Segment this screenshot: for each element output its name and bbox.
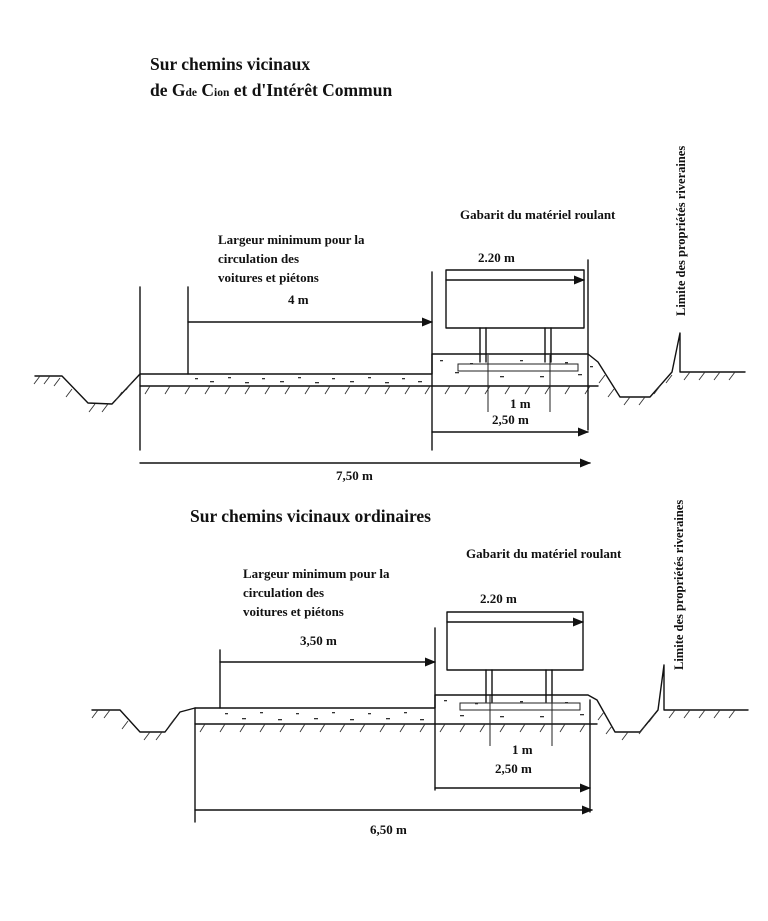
bottom-title: Sur chemins vicinaux ordinaires bbox=[190, 506, 431, 526]
bottom-dim-rail: 1 m bbox=[512, 742, 533, 757]
bottom-ground-hatching bbox=[91, 709, 736, 741]
bottom-limite-label: Limite des propriétés riveraines bbox=[672, 500, 686, 670]
bottom-rail-sleeper bbox=[459, 702, 581, 711]
top-largeur-line-3: voitures et piétons bbox=[218, 270, 319, 285]
top-dim-car: 2.20 m bbox=[478, 250, 515, 265]
bottom-vehicle-gauge bbox=[446, 611, 584, 671]
top-rail-sleeper bbox=[457, 363, 579, 372]
top-section: Gabarit du matériel roulant Largeur mini… bbox=[33, 146, 746, 483]
title-line-1: Sur chemins vicinaux bbox=[150, 54, 310, 74]
bottom-largeur-line-1: Largeur minimum pour la bbox=[243, 566, 390, 581]
top-largeur-line-2: circulation des bbox=[218, 251, 299, 266]
top-wheel-right bbox=[544, 327, 552, 363]
bottom-dim-largeur: 3,50 m bbox=[300, 633, 337, 648]
bottom-wheel-right bbox=[545, 669, 553, 703]
bottom-dim-total: 6,50 m bbox=[370, 822, 407, 837]
bottom-section: Sur chemins vicinaux ordinaires bbox=[91, 500, 749, 837]
top-largeur-line-1: Largeur minimum pour la bbox=[218, 232, 365, 247]
top-gabarit-label: Gabarit du matériel roulant bbox=[460, 207, 616, 222]
bottom-largeur-line-2: circulation des bbox=[243, 585, 324, 600]
top-dim-largeur: 4 m bbox=[288, 292, 309, 307]
bottom-dim-car: 2.20 m bbox=[480, 591, 517, 606]
top-limite-label: Limite des propriétés riveraines bbox=[674, 146, 688, 316]
top-dim-total: 7,50 m bbox=[336, 468, 373, 483]
bottom-ground-profile bbox=[91, 664, 749, 733]
bottom-dim-plate: 2,50 m bbox=[495, 761, 532, 776]
bottom-gabarit-label: Gabarit du matériel roulant bbox=[466, 546, 622, 561]
top-platform-fill bbox=[195, 360, 593, 384]
bottom-largeur-line-3: voitures et piétons bbox=[243, 604, 344, 619]
bottom-wheel-left bbox=[485, 669, 493, 703]
top-ground-hatching bbox=[33, 371, 736, 413]
top-dim-rail: 1 m bbox=[510, 396, 531, 411]
title-line-2: de Gde Cion et d'Intérêt Commun bbox=[150, 80, 392, 100]
top-dim-plate: 2,50 m bbox=[492, 412, 529, 427]
top-vehicle-gauge bbox=[445, 269, 585, 329]
top-ground-profile bbox=[34, 332, 746, 405]
top-wheel-left bbox=[479, 327, 487, 363]
